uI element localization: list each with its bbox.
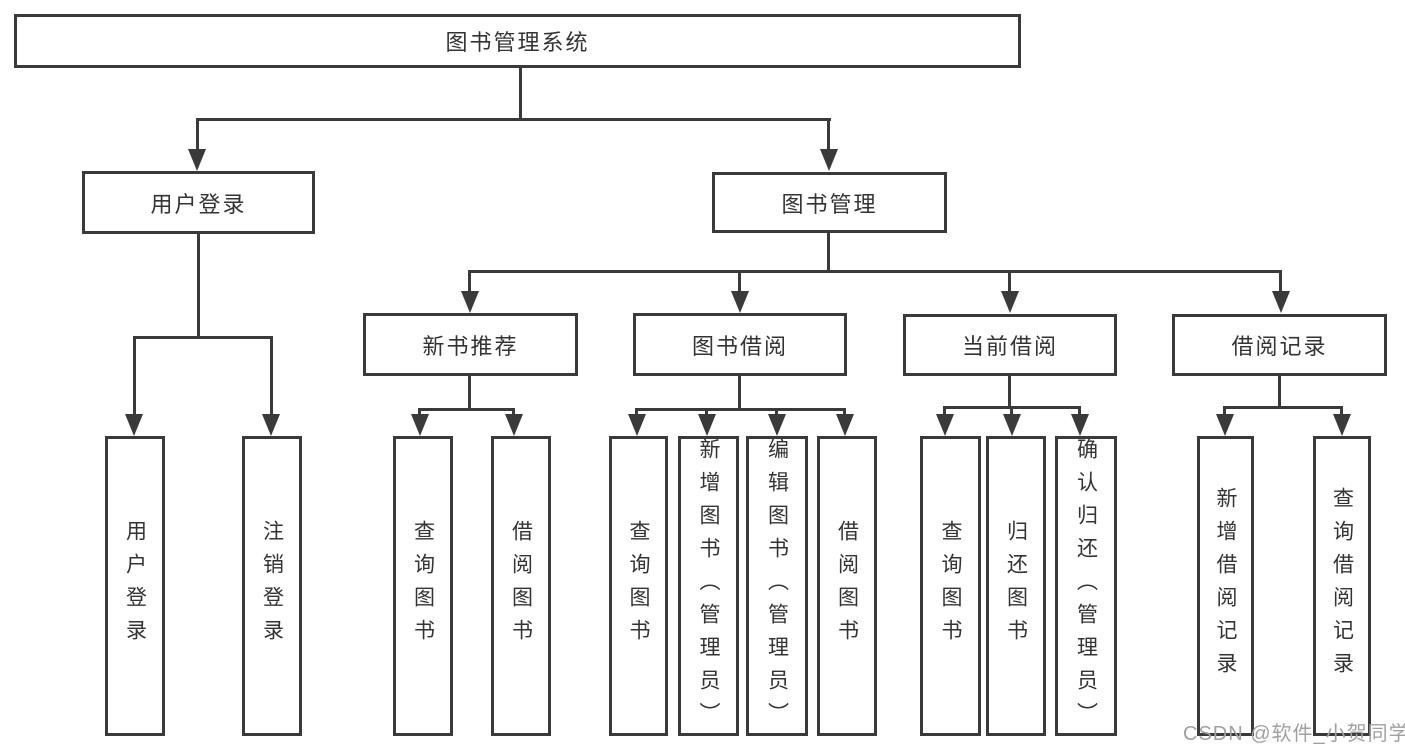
connector-book-borrow-rail bbox=[636, 408, 846, 411]
leaf-add-borrow-record: 新增借阅记录 bbox=[1197, 436, 1254, 736]
connector-drop-br-query bbox=[1340, 406, 1343, 416]
node-label: 新书推荐 bbox=[422, 333, 519, 359]
connector-book-borrow-stem bbox=[738, 376, 741, 408]
leaf-edit-book-admin: 编辑图书（管理员） bbox=[746, 436, 808, 736]
connector-drop-bb-borrow bbox=[843, 408, 846, 416]
connector-drop-bb-query bbox=[635, 408, 638, 416]
arrow-cb-return bbox=[1003, 414, 1021, 436]
leaf-return-books: 归还图书 bbox=[986, 436, 1046, 736]
connector-drop-current-borrow bbox=[1008, 270, 1011, 293]
arrow-user-login bbox=[188, 149, 206, 171]
leaf-label: 归还图书 bbox=[1004, 520, 1028, 652]
leaf-borrow-books-recommend: 借阅图书 bbox=[491, 436, 551, 736]
node-label: 借阅记录 bbox=[1231, 334, 1328, 359]
connector-borrow-record-rail bbox=[1224, 406, 1343, 409]
connector-drop-nb-query bbox=[418, 408, 421, 416]
connector-user-login-rail bbox=[133, 336, 273, 339]
leaf-label: 查询图书 bbox=[411, 520, 435, 652]
node-book-management: 图书管理 bbox=[712, 172, 947, 233]
leaf-user-login: 用户登录 bbox=[105, 436, 165, 736]
connector-new-book-rail bbox=[419, 408, 515, 411]
connector-drop-book-borrow bbox=[738, 270, 741, 293]
arrow-book-management bbox=[820, 149, 838, 171]
arrow-cb-confirm bbox=[1071, 414, 1089, 436]
arrow-bb-add bbox=[698, 414, 716, 436]
node-user-login: 用户登录 bbox=[82, 171, 315, 234]
leaf-label: 用户登录 bbox=[123, 520, 147, 652]
connector-borrow-record-stem bbox=[1278, 376, 1281, 406]
node-current-borrowing: 当前借阅 bbox=[903, 314, 1117, 376]
node-new-book-recommend: 新书推荐 bbox=[363, 313, 578, 376]
arrow-current-borrow bbox=[1001, 291, 1019, 313]
arrow-leaf-logout bbox=[262, 414, 280, 436]
connector-book-mgmt-rail bbox=[469, 270, 1282, 273]
connector-drop-borrow-record bbox=[1279, 270, 1282, 293]
node-book-borrowing: 图书借阅 bbox=[633, 313, 847, 376]
connector-drop-user-login bbox=[196, 118, 199, 152]
arrow-new-book bbox=[461, 291, 479, 313]
leaf-query-books-recommend: 查询图书 bbox=[393, 436, 453, 736]
leaf-label: 查询借阅记录 bbox=[1330, 487, 1354, 685]
node-library-management-system: 图书管理系统 bbox=[14, 14, 1021, 68]
leaf-logout: 注销登录 bbox=[242, 436, 302, 736]
arrow-book-borrow bbox=[731, 291, 749, 313]
connector-drop-leaf-user-login bbox=[133, 336, 136, 416]
arrow-nb-query bbox=[411, 414, 429, 436]
connector-drop-cb-query bbox=[943, 406, 946, 416]
node-label: 图书管理 bbox=[781, 191, 878, 217]
connector-current-borrow-stem bbox=[1008, 376, 1011, 406]
node-label: 图书管理系统 bbox=[445, 30, 590, 55]
connector-drop-bb-edit bbox=[775, 408, 778, 416]
node-label: 当前借阅 bbox=[961, 334, 1058, 359]
leaf-borrow-books-borrowing: 借阅图书 bbox=[817, 436, 877, 736]
arrow-cb-query bbox=[936, 414, 954, 436]
connector-new-book-stem bbox=[468, 376, 471, 408]
connector-drop-br-add bbox=[1223, 406, 1226, 416]
connector-drop-cb-confirm bbox=[1078, 406, 1081, 416]
leaf-label: 查询图书 bbox=[627, 520, 650, 652]
connector-drop-book-management bbox=[827, 118, 830, 152]
arrow-nb-borrow bbox=[505, 414, 523, 436]
leaf-label: 新增图书（管理员） bbox=[697, 437, 720, 735]
leaf-query-books-current: 查询图书 bbox=[920, 436, 981, 736]
leaf-label: 编辑图书（管理员） bbox=[765, 437, 789, 735]
connector-drop-leaf-logout bbox=[270, 336, 273, 416]
leaf-add-book-admin: 新增图书（管理员） bbox=[678, 436, 739, 736]
node-label: 图书借阅 bbox=[691, 333, 788, 359]
leaf-label: 注销登录 bbox=[260, 520, 284, 652]
leaf-label: 确认归还（管理员） bbox=[1074, 437, 1098, 735]
connector-drop-bb-add bbox=[705, 408, 708, 416]
arrow-leaf-user-login bbox=[125, 414, 143, 436]
watermark: CSDN @软件_小贺同学 bbox=[1183, 723, 1405, 745]
arrow-br-add bbox=[1216, 414, 1234, 436]
leaf-label: 查询图书 bbox=[939, 520, 962, 652]
leaf-label: 借阅图书 bbox=[509, 520, 533, 652]
arrow-bb-borrow bbox=[836, 414, 854, 436]
connector-drop-cb-return bbox=[1010, 406, 1013, 416]
leaf-label: 新增借阅记录 bbox=[1214, 487, 1237, 685]
connector-user-login-stem bbox=[197, 234, 200, 336]
arrow-br-query bbox=[1333, 414, 1351, 436]
connector-root-rail bbox=[196, 118, 831, 121]
leaf-query-borrow-record: 查询借阅记录 bbox=[1313, 436, 1371, 736]
connector-drop-nb-borrow bbox=[512, 408, 515, 416]
connector-book-mgmt-stem bbox=[827, 233, 830, 270]
arrow-borrow-record bbox=[1272, 291, 1290, 313]
leaf-label: 借阅图书 bbox=[835, 520, 859, 652]
arrow-bb-query bbox=[628, 414, 646, 436]
node-borrowing-records: 借阅记录 bbox=[1172, 314, 1387, 376]
connector-drop-new-book bbox=[468, 270, 471, 293]
leaf-confirm-return-admin: 确认归还（管理员） bbox=[1055, 436, 1117, 736]
leaf-query-books-borrowing: 查询图书 bbox=[609, 436, 668, 736]
arrow-bb-edit bbox=[768, 414, 786, 436]
connector-root-stem bbox=[519, 68, 522, 119]
node-label: 用户登录 bbox=[150, 191, 247, 217]
